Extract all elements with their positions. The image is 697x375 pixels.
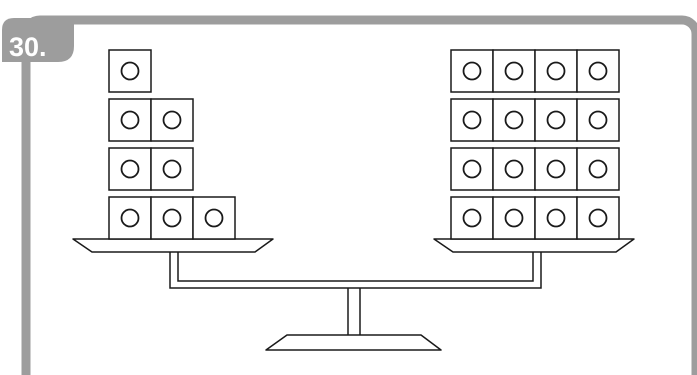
right-cube-face bbox=[577, 99, 619, 141]
right-cube-face bbox=[451, 197, 493, 239]
left-cube-face bbox=[151, 197, 193, 239]
right-cube bbox=[577, 99, 619, 141]
left-cube-face bbox=[151, 99, 193, 141]
right-cube bbox=[493, 50, 535, 92]
right-cube-face bbox=[535, 99, 577, 141]
right-cube bbox=[493, 148, 535, 190]
left-cube bbox=[109, 148, 151, 190]
left-cube-face bbox=[151, 148, 193, 190]
right-cube-face bbox=[535, 148, 577, 190]
left-cube bbox=[109, 99, 151, 141]
right-cube bbox=[451, 197, 493, 239]
left-cube-face bbox=[109, 50, 151, 92]
right-cube-face bbox=[493, 99, 535, 141]
right-cube bbox=[535, 148, 577, 190]
left-cube-face bbox=[109, 148, 151, 190]
right-cube-face bbox=[493, 148, 535, 190]
left-cube-face bbox=[109, 197, 151, 239]
right-cube bbox=[577, 50, 619, 92]
right-cube-face bbox=[451, 50, 493, 92]
right-cube-face bbox=[577, 50, 619, 92]
right-cube bbox=[493, 197, 535, 239]
right-cube-face bbox=[577, 197, 619, 239]
left-cube-face bbox=[109, 99, 151, 141]
right-pan bbox=[434, 50, 634, 252]
right-cube-face bbox=[451, 99, 493, 141]
right-cube bbox=[493, 99, 535, 141]
right-cube bbox=[451, 99, 493, 141]
left-cube bbox=[193, 197, 235, 239]
right-cube bbox=[535, 50, 577, 92]
left-cube-face bbox=[193, 197, 235, 239]
problem-number-badge: 30. bbox=[2, 18, 74, 62]
right-cube-face bbox=[493, 197, 535, 239]
problem-number: 30. bbox=[9, 32, 47, 62]
left-cube bbox=[151, 148, 193, 190]
right-cube-face bbox=[493, 50, 535, 92]
left-cube bbox=[109, 50, 151, 92]
right-cube-face bbox=[451, 148, 493, 190]
right-cube bbox=[577, 197, 619, 239]
right-cube bbox=[451, 50, 493, 92]
right-cube-face bbox=[535, 50, 577, 92]
right-cube-face bbox=[535, 197, 577, 239]
balance-base bbox=[266, 335, 441, 350]
right-cube-face bbox=[577, 148, 619, 190]
right-cube bbox=[451, 148, 493, 190]
left-pan-plate bbox=[73, 239, 273, 252]
right-cube bbox=[577, 148, 619, 190]
left-cube bbox=[151, 197, 193, 239]
right-cube bbox=[535, 99, 577, 141]
left-cube bbox=[151, 99, 193, 141]
right-pan-plate bbox=[434, 239, 634, 252]
right-cube bbox=[535, 197, 577, 239]
left-cube bbox=[109, 197, 151, 239]
